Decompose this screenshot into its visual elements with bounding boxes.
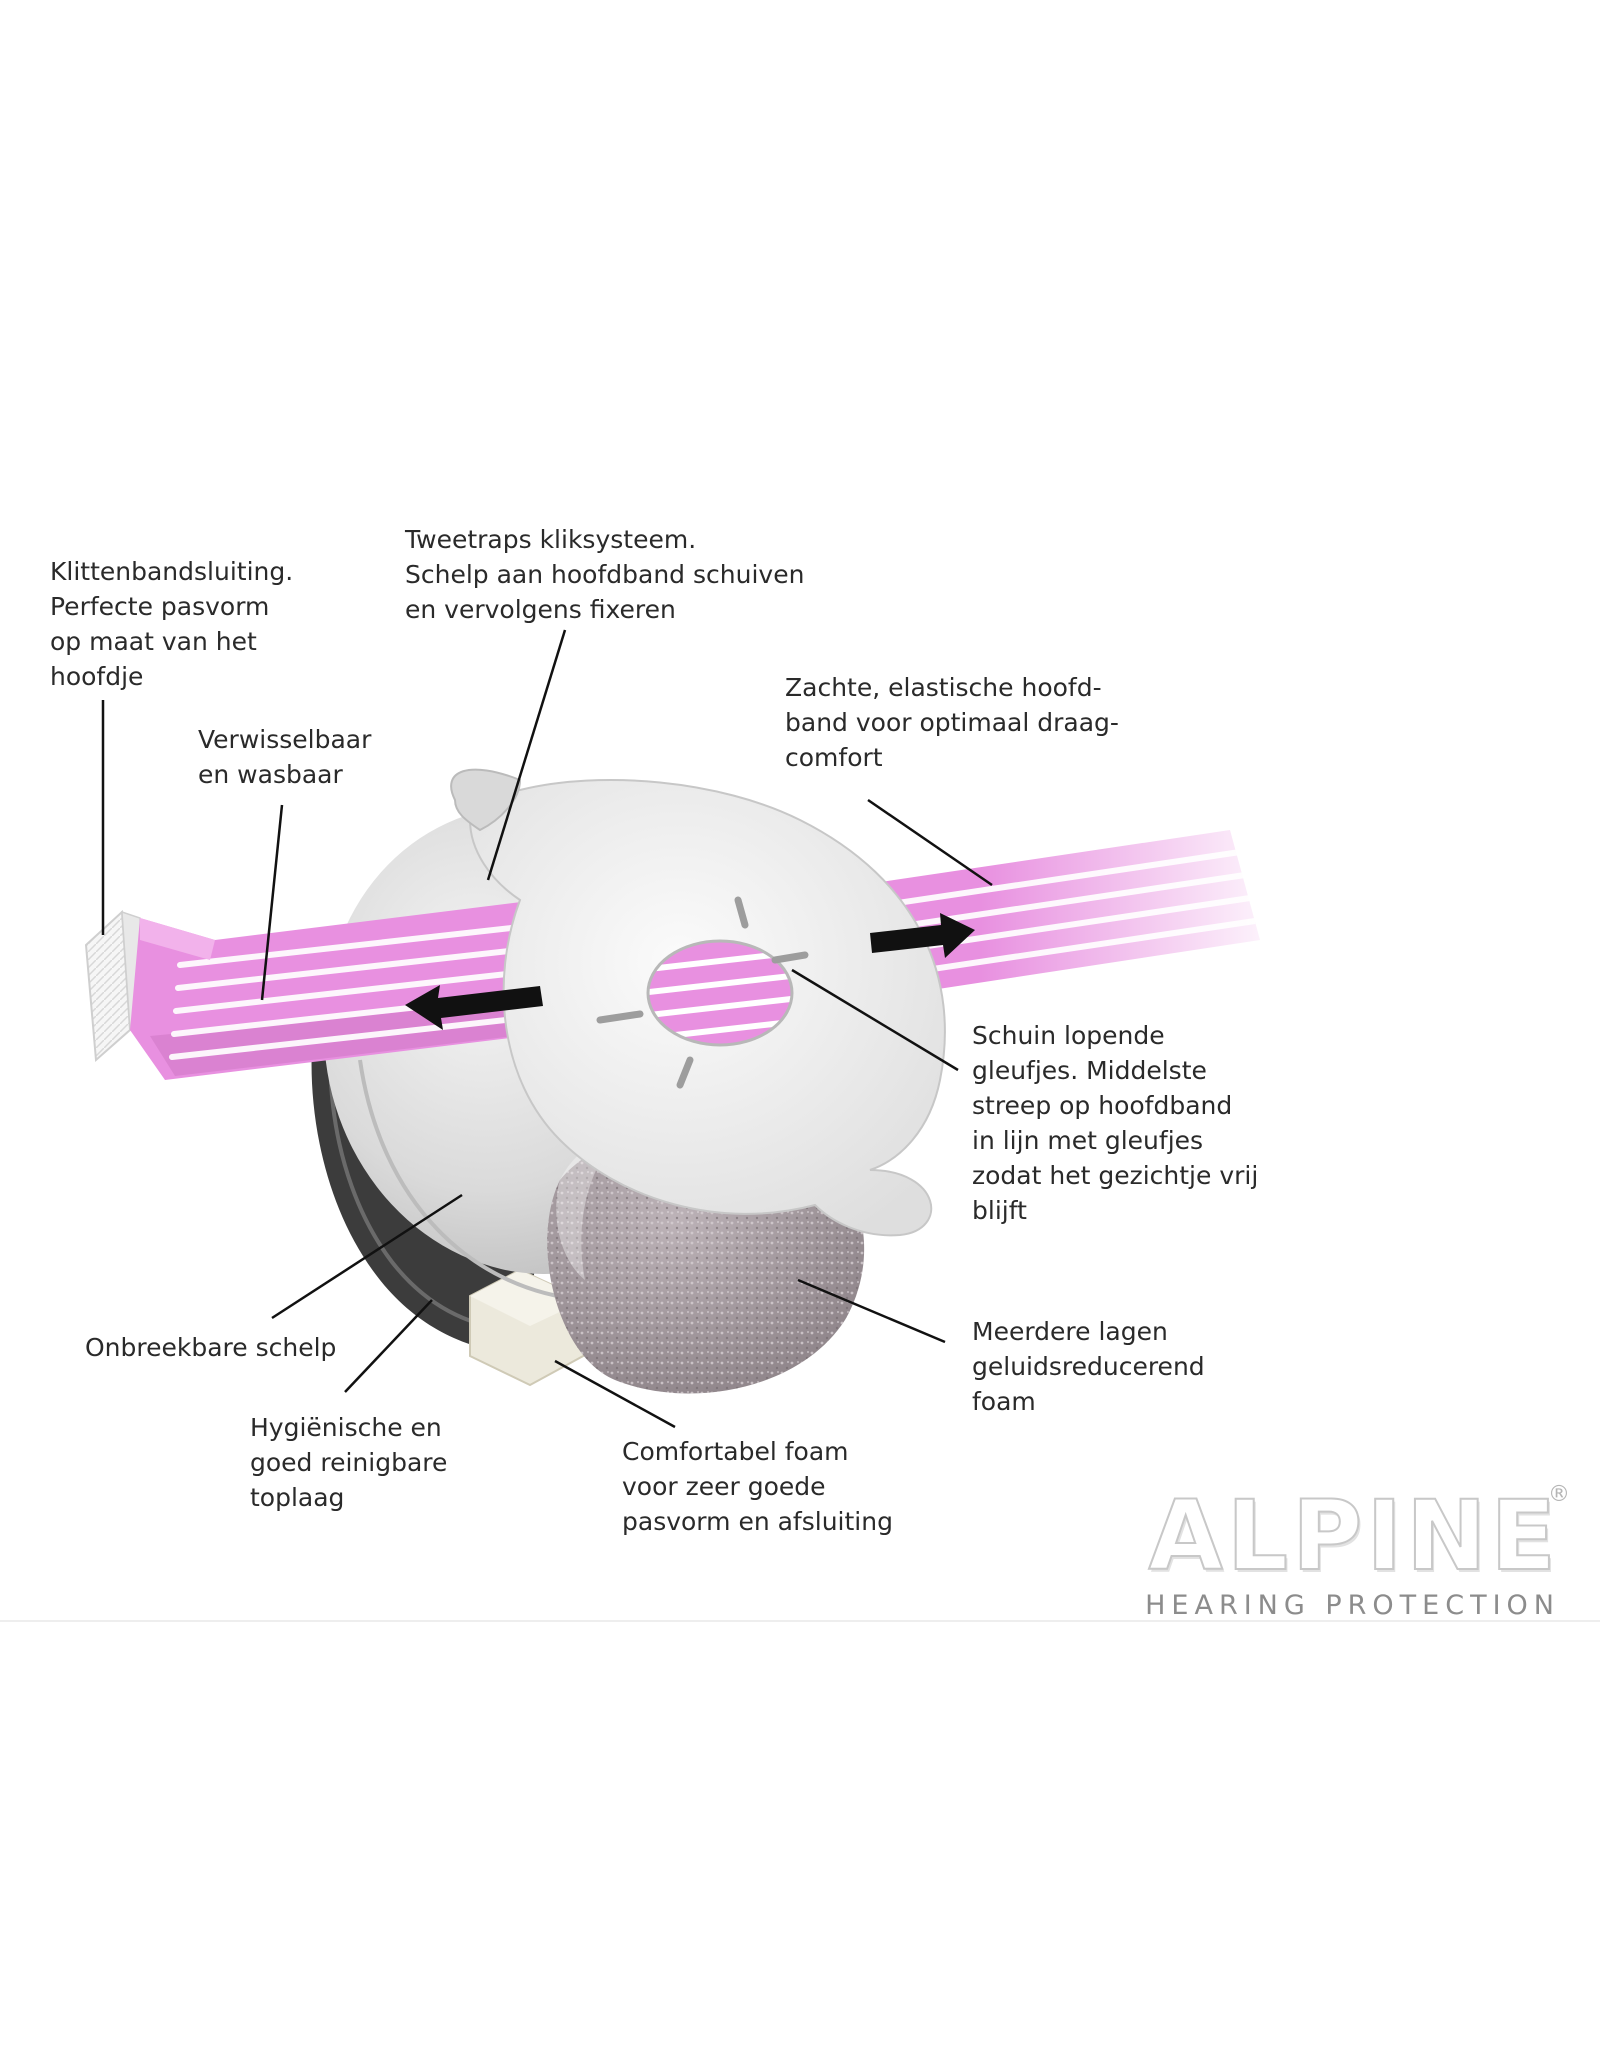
leader-comfort-foam — [554, 1359, 676, 1429]
bottom-divider — [0, 1620, 1600, 1622]
leader-foam-layers — [797, 1278, 946, 1344]
leader-slots — [791, 968, 959, 1072]
callout-headband: Zachte, elastische hoofd- band voor opti… — [785, 673, 1119, 772]
alpine-logo: ALPINE ® HEARING PROTECTION — [1145, 1480, 1570, 1621]
brand-tagline: HEARING PROTECTION — [1145, 1590, 1560, 1621]
cover-plate — [450, 768, 946, 1237]
callout-foam-layers: Meerdere lagen geluidsreducerend foam — [972, 1317, 1205, 1416]
brand-name: ALPINE — [1148, 1480, 1560, 1592]
leader-click-system — [486, 629, 567, 881]
callout-slots: Schuin lopende gleufjes. Middelste stree… — [972, 1021, 1259, 1225]
callout-velcro: Klittenbandsluiting. Perfecte pasvorm op… — [50, 557, 294, 691]
leader-shell — [271, 1193, 463, 1320]
callout-replaceable: Verwisselbaar en wasbaar — [198, 725, 372, 789]
callout-click-system: Tweetraps kliksysteem. Schelp aan hoofdb… — [405, 525, 805, 624]
slide-arrow-right — [870, 913, 975, 958]
callout-shell: Onbreekbare schelp — [85, 1333, 337, 1362]
callout-comfort-foam: Comfortabel foam voor zeer goede pasvorm… — [622, 1437, 893, 1536]
callout-hygienic: Hygiënische en goed reinigbare toplaag — [250, 1413, 448, 1512]
leader-replaceable — [260, 804, 284, 1001]
registered-mark: ® — [1548, 1482, 1570, 1507]
leader-hygienic — [344, 1299, 433, 1393]
slide-arrow-left — [405, 985, 543, 1030]
leader-headband — [867, 798, 993, 887]
